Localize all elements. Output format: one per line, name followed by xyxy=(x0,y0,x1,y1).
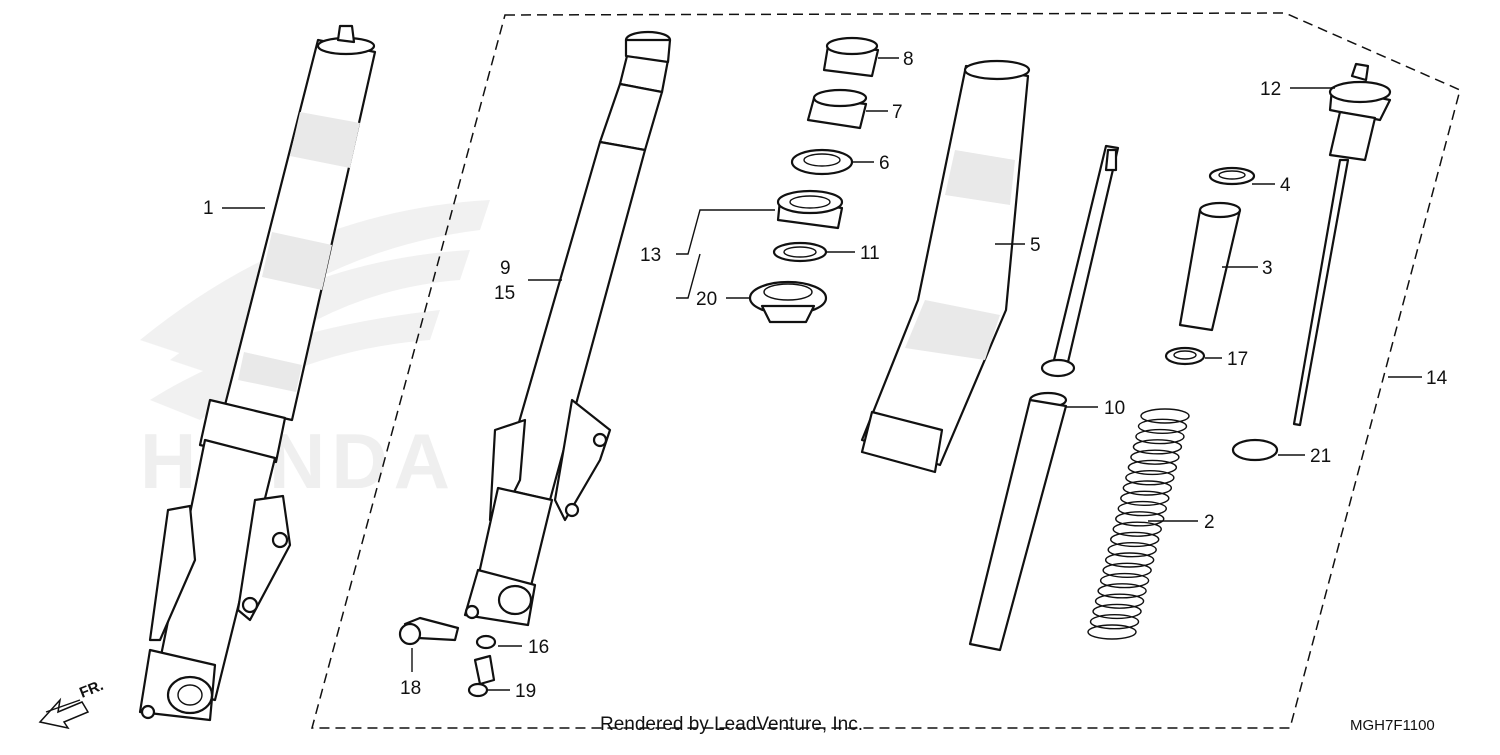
callout-labels: 1 2 3 4 5 6 7 8 9 10 11 12 13 14 15 16 1… xyxy=(203,49,1448,702)
callout-21: 21 xyxy=(1310,446,1331,467)
callout-9: 9 xyxy=(500,258,511,279)
callout-1: 1 xyxy=(203,198,214,219)
callout-19: 19 xyxy=(515,681,536,702)
damper-rod xyxy=(968,144,1120,652)
fork-leg-assembly xyxy=(138,24,377,722)
bolts xyxy=(398,616,497,698)
callout-11: 11 xyxy=(860,243,880,264)
front-label: FR. xyxy=(77,677,106,702)
credit-text: Rendered by LeadVenture, Inc. xyxy=(600,714,863,735)
assembly-outline xyxy=(311,12,1461,729)
slider-tube xyxy=(860,59,1031,474)
callout-4: 4 xyxy=(1280,175,1291,196)
callout-6: 6 xyxy=(879,153,890,174)
spacer-parts xyxy=(1164,166,1279,462)
watermark-text: HONDA xyxy=(140,417,456,505)
diagram-code: MGH7F1100 xyxy=(1350,717,1435,734)
fork-tube xyxy=(463,30,672,627)
callout-10: 10 xyxy=(1104,398,1125,419)
callout-8: 8 xyxy=(903,49,914,70)
callout-15: 15 xyxy=(494,283,515,304)
callout-5: 5 xyxy=(1030,235,1041,256)
callout-20: 20 xyxy=(696,289,717,310)
callout-14: 14 xyxy=(1426,368,1448,389)
callout-16: 16 xyxy=(528,637,549,658)
callout-13: 13 xyxy=(640,245,661,266)
fork-cap xyxy=(1292,62,1392,427)
fork-spring xyxy=(1087,408,1190,640)
callout-2: 2 xyxy=(1204,512,1215,533)
callout-17: 17 xyxy=(1227,349,1248,370)
callout-3: 3 xyxy=(1262,258,1273,279)
callout-7: 7 xyxy=(892,102,903,123)
callout-12: 12 xyxy=(1260,79,1281,100)
seal-stack xyxy=(748,36,880,324)
leader-lines xyxy=(222,57,1422,691)
front-direction-arrow: FR. xyxy=(38,677,106,730)
callout-18: 18 xyxy=(400,678,421,699)
honda-watermark: HONDA xyxy=(140,200,490,505)
